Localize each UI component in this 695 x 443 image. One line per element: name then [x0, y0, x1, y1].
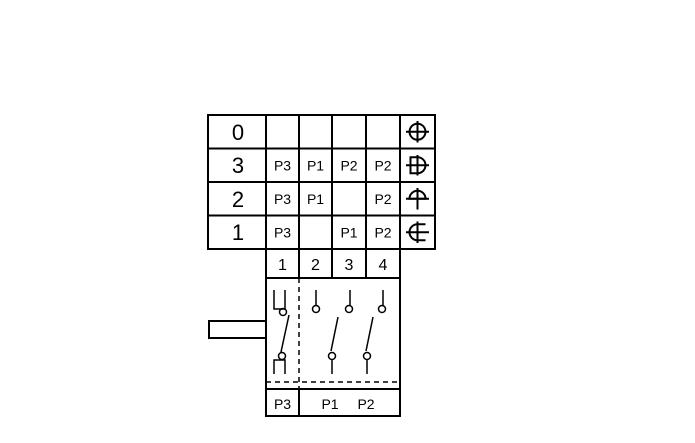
contact-number: 1 — [278, 257, 287, 274]
bottom-label: P1 — [321, 396, 338, 412]
position-label: 0 — [232, 120, 244, 145]
table-cell: P3 — [274, 225, 291, 241]
position-label: 1 — [232, 220, 244, 245]
position-label: 3 — [232, 153, 244, 178]
contact-1-symbol — [273, 290, 290, 374]
table-cell: P1 — [307, 191, 324, 207]
table-cell: P3 — [274, 191, 291, 207]
switch-body: 1 2 3 4 P3 P1 P2 — [265, 248, 401, 417]
table-cell: P2 — [374, 225, 391, 241]
cam-position-1-icon — [406, 221, 429, 243]
actuator-shaft — [208, 320, 267, 339]
contact-number: 3 — [345, 257, 354, 274]
table-cell: P2 — [374, 191, 391, 207]
table-cell: P3 — [274, 158, 291, 174]
table-cell: P1 — [307, 158, 324, 174]
contact-2-symbol — [311, 290, 339, 374]
contact-3-symbol — [344, 290, 374, 374]
table-cell: P2 — [374, 158, 391, 174]
bottom-label: P2 — [357, 396, 374, 412]
position-label: 2 — [232, 187, 244, 212]
table-cell: P1 — [340, 225, 357, 241]
table-cell: P2 — [340, 158, 357, 174]
cam-position-0-icon — [406, 121, 429, 143]
bottom-label: P3 — [274, 396, 291, 412]
contact-number: 2 — [311, 257, 320, 274]
cam-position-2-icon — [406, 188, 429, 210]
position-table: 0 3 2 1 P3 P1 P2 P2 P3 P1 P2 P3 P1 P2 — [207, 114, 436, 250]
contact-number: 4 — [379, 257, 388, 274]
contact-4-symbol — [377, 290, 387, 314]
cam-position-3-icon — [406, 155, 429, 176]
